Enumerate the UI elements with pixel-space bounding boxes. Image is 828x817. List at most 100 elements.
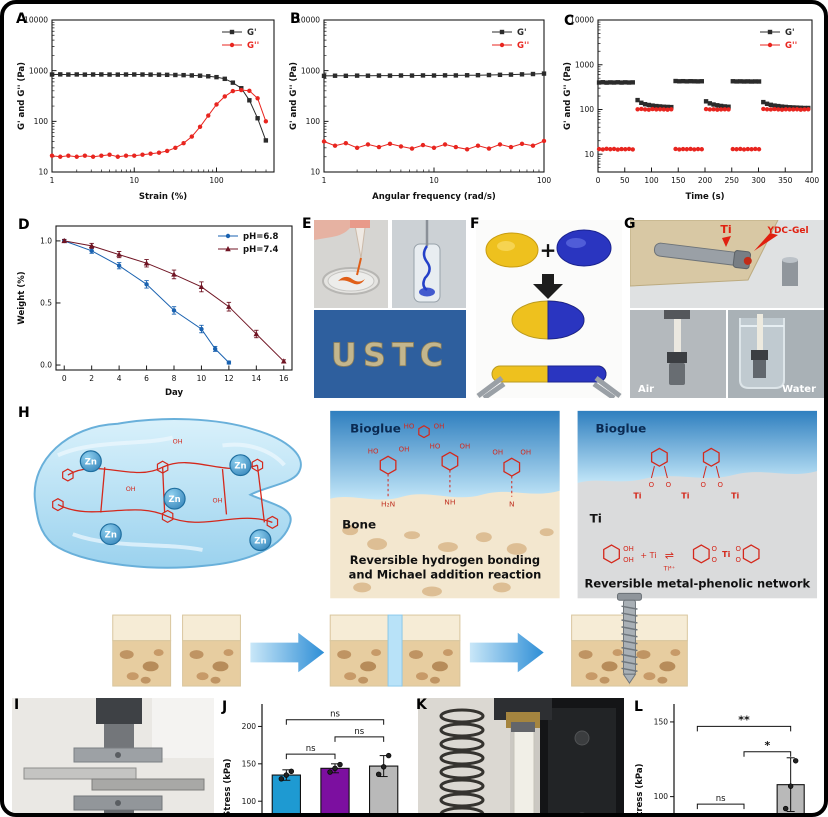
hanging-weight xyxy=(753,360,766,378)
svg-text:100: 100 xyxy=(209,176,224,185)
gel-strip xyxy=(674,319,681,353)
svg-text:G' and G'' (Pa): G' and G'' (Pa) xyxy=(563,62,573,130)
tensile-test-photo xyxy=(418,698,624,813)
svg-text:200: 200 xyxy=(698,176,713,185)
zn-ion: Zn xyxy=(229,454,252,477)
adhesion-photos: Ti YDC-Gel Air Water xyxy=(630,220,824,398)
o-label: O xyxy=(666,481,672,489)
zn-ion: Zn xyxy=(79,450,102,473)
panel-label-h: H xyxy=(18,405,30,421)
oh-label: OH xyxy=(492,448,503,456)
svg-text:G': G' xyxy=(785,28,795,38)
svg-text:100: 100 xyxy=(644,176,659,185)
svg-text:**: ** xyxy=(738,713,750,726)
air-label: Air xyxy=(638,384,654,395)
svg-text:1000: 1000 xyxy=(301,66,320,75)
ydc-gel-label: YDC-Gel xyxy=(766,226,808,236)
photo-ti-rod: Ti YDC-Gel xyxy=(630,220,824,308)
polymer-network xyxy=(57,462,273,523)
bioglue-label: Bioglue xyxy=(350,422,401,436)
caption-michael-addition: and Michael addition reaction xyxy=(349,568,542,582)
svg-text:300: 300 xyxy=(751,176,766,185)
panel-label-c: C xyxy=(564,13,575,29)
svg-text:G'': G'' xyxy=(517,41,529,51)
o-label: O xyxy=(701,481,707,489)
zn-ion: Zn xyxy=(249,529,272,552)
svg-text:10000: 10000 xyxy=(296,16,320,25)
svg-text:Zn: Zn xyxy=(234,460,246,470)
arrow-icon xyxy=(469,632,544,673)
svg-text:G': G' xyxy=(517,28,527,38)
panel-label-d: D xyxy=(18,217,30,233)
svg-text:Zn: Zn xyxy=(85,456,97,466)
oh-label: OH xyxy=(213,497,223,505)
photo-injection-dish xyxy=(314,220,388,308)
o-label: O xyxy=(712,556,718,564)
photo-injection-vial xyxy=(392,220,466,308)
svg-text:150: 150 xyxy=(242,759,257,768)
svg-text:150: 150 xyxy=(654,718,669,727)
panel-label-b: B xyxy=(290,11,301,27)
svg-text:10: 10 xyxy=(429,176,439,185)
o-label: O xyxy=(718,481,724,489)
svg-text:1.0: 1.0 xyxy=(40,236,52,245)
svg-text:200: 200 xyxy=(242,722,257,731)
metal-cylinder xyxy=(782,260,798,286)
upper-grip xyxy=(96,698,142,724)
svg-text:1: 1 xyxy=(50,176,55,185)
svg-text:1000: 1000 xyxy=(575,60,594,69)
yellow-gel-blob xyxy=(485,232,539,268)
svg-text:Zn: Zn xyxy=(169,494,181,504)
panel-label-l: L xyxy=(634,699,643,715)
titanium-rod xyxy=(653,242,752,270)
svg-text:Zn: Zn xyxy=(254,535,266,545)
svg-text:1: 1 xyxy=(322,176,327,185)
svg-text:10: 10 xyxy=(38,168,48,177)
ti-label: Ti xyxy=(590,511,602,525)
panel-label-e: E xyxy=(302,216,312,232)
svg-text:G'': G'' xyxy=(247,41,259,51)
amine-label: N xyxy=(509,500,515,509)
svg-text:100: 100 xyxy=(34,117,49,126)
amine-label: H₂N xyxy=(381,500,395,509)
panel-label-g: G xyxy=(624,216,636,232)
adhesive-stress-underwater-bar-chart: 050100150Adhesive Stress (kPa)ns*** xyxy=(635,704,805,813)
bone-label: Bone xyxy=(342,517,376,531)
ti-atom: Ti xyxy=(681,492,689,501)
svg-text:100: 100 xyxy=(242,797,257,806)
ho-label: HO xyxy=(404,423,415,431)
photo-adhesion-water: Water xyxy=(728,310,824,398)
panel-label-a: A xyxy=(16,11,27,27)
oh-label: OH xyxy=(126,485,136,493)
ho-label: HO xyxy=(430,442,441,450)
svg-text:400: 400 xyxy=(805,176,820,185)
svg-text:Zn: Zn xyxy=(105,529,117,539)
svg-text:10000: 10000 xyxy=(570,16,594,25)
oh-label: OH xyxy=(434,423,445,431)
svg-text:0: 0 xyxy=(596,176,601,185)
tweezers xyxy=(476,376,622,398)
svg-text:pH=7.4: pH=7.4 xyxy=(243,245,278,255)
svg-text:6: 6 xyxy=(144,374,149,383)
merged-gel-blob xyxy=(511,300,585,340)
bone-screw xyxy=(617,592,642,684)
plus-ti: + Ti xyxy=(640,551,656,560)
blue-gel-blob xyxy=(556,229,612,267)
arrow-icon xyxy=(250,632,325,673)
svg-text:350: 350 xyxy=(778,176,793,185)
svg-text:G' and G'' (Pa): G' and G'' (Pa) xyxy=(289,62,299,130)
oh-label: OH xyxy=(623,556,634,564)
gel-strip xyxy=(757,314,763,350)
caption-metal-phenolic: Reversible metal-phenolic network xyxy=(585,577,811,591)
bioglue-label: Bioglue xyxy=(596,422,647,436)
svg-text:0.5: 0.5 xyxy=(40,299,52,308)
metal-plate-upper xyxy=(23,767,137,780)
hydrogel-network-illustration: OH OH OH Zn Zn Zn Zn Zn xyxy=(33,418,302,569)
panel-label-k: K xyxy=(416,697,427,713)
svg-text:ns: ns xyxy=(330,710,340,720)
svg-text:100: 100 xyxy=(580,105,595,114)
plus-sign: + xyxy=(540,238,557,262)
dropper xyxy=(353,220,367,259)
